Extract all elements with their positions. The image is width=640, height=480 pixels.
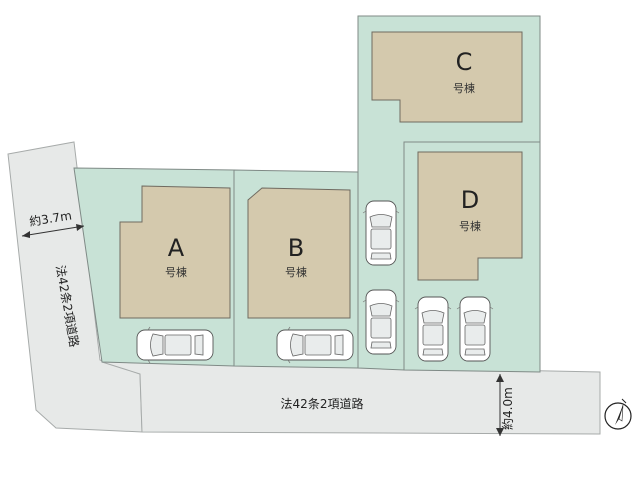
dimension-arrow-icon xyxy=(22,231,30,238)
side-road-width: 約3.7m xyxy=(28,207,73,229)
side-road-dimension-line xyxy=(21,225,85,237)
main-road-width: 約4.0m xyxy=(500,387,515,430)
main-road-label: 法42条2項道路 xyxy=(281,396,364,411)
car-icon xyxy=(456,296,494,362)
car-icon xyxy=(362,200,400,266)
lot-c-label: 号棟 xyxy=(453,81,475,95)
lot-c-letter: C xyxy=(456,48,473,76)
car-icon xyxy=(414,296,452,362)
building-b xyxy=(247,187,351,319)
north-arrow-icon xyxy=(604,398,632,430)
lot-b-label: 号棟 xyxy=(285,265,307,279)
lot-b-letter: B xyxy=(288,234,304,262)
car-icon xyxy=(276,326,354,364)
lot-a-letter: A xyxy=(168,234,185,262)
dimension-arrow-icon xyxy=(496,428,504,436)
lot-a-label: 号棟 xyxy=(165,265,187,279)
building-c xyxy=(371,31,523,123)
car-icon xyxy=(362,289,400,355)
building-d xyxy=(417,151,523,281)
lot-d-label: 号棟 xyxy=(459,219,481,233)
dimension-arrow-icon xyxy=(496,374,504,382)
lot-d-letter: D xyxy=(461,186,479,214)
dimension-arrow-icon xyxy=(76,224,84,231)
building-a xyxy=(119,185,231,319)
car-icon xyxy=(136,326,214,364)
